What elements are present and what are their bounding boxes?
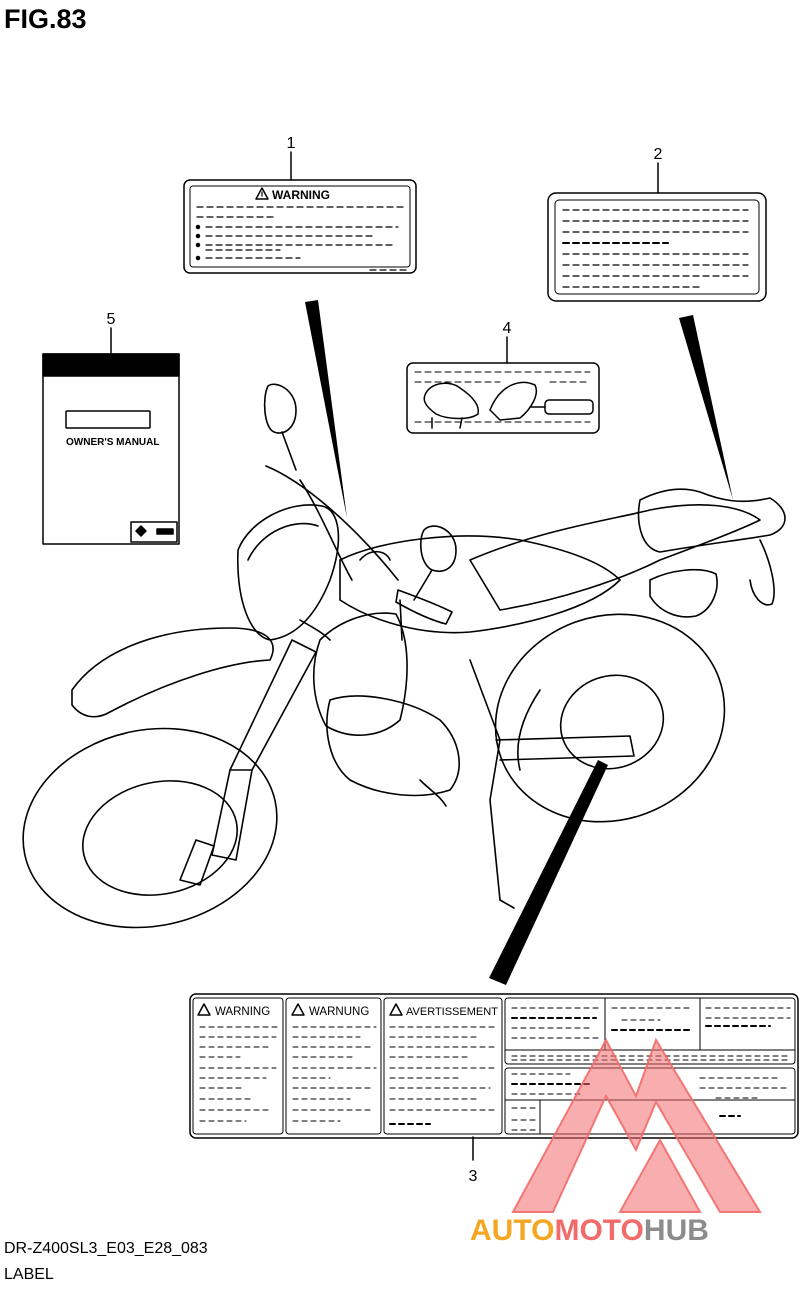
motorcycle-illustration [22,383,786,929]
part-5-owners-manual: OWNER'S MANUAL [42,353,180,545]
callout-leaders [110,151,733,1161]
section-label: LABEL [4,1266,54,1283]
label-3-heading-en: WARNING [215,1006,270,1018]
callout-3: 3 [469,1168,478,1185]
part-3-multilanguage-label: WARNING WARNUNG AVERTISSEMENT [189,993,799,1139]
callout-2: 2 [654,146,663,163]
watermark-hub: HUB [644,1214,709,1247]
watermark-logo-icon [511,1037,762,1213]
label-1-heading: WARNING [272,188,330,202]
part-2-info-label [547,192,767,302]
label-3-heading-fr: AVERTISSEMENT [406,1006,498,1018]
figure-title: FIG.83 [4,4,87,34]
warning-triangle-icon [291,1003,305,1016]
automotohub-watermark: AUTOMOTOHUB [470,1037,762,1247]
manual-title: OWNER'S MANUAL [66,437,159,448]
rider-pictogram-icon [423,382,480,420]
figure-code: DR-Z400SL3_E03_E28_083 [4,1240,208,1257]
warning-triangle-icon [255,187,269,200]
part-4-pictogram-label [406,362,600,434]
svg-text:AUTOMOTOHUB: AUTOMOTOHUB [470,1214,709,1247]
label-3-heading-de: WARNUNG [309,1006,369,1018]
manufacturer-logo-icon [135,525,147,537]
callout-1: 1 [287,135,296,152]
callout-4: 4 [503,320,512,337]
watermark-moto: MOTO [554,1214,643,1247]
warning-triangle-icon [197,1003,211,1016]
watermark-auto: AUTO [470,1214,554,1247]
warning-triangle-icon [389,1003,403,1016]
callout-5: 5 [107,311,116,328]
part-1-warning-label: WARNING [183,179,417,274]
